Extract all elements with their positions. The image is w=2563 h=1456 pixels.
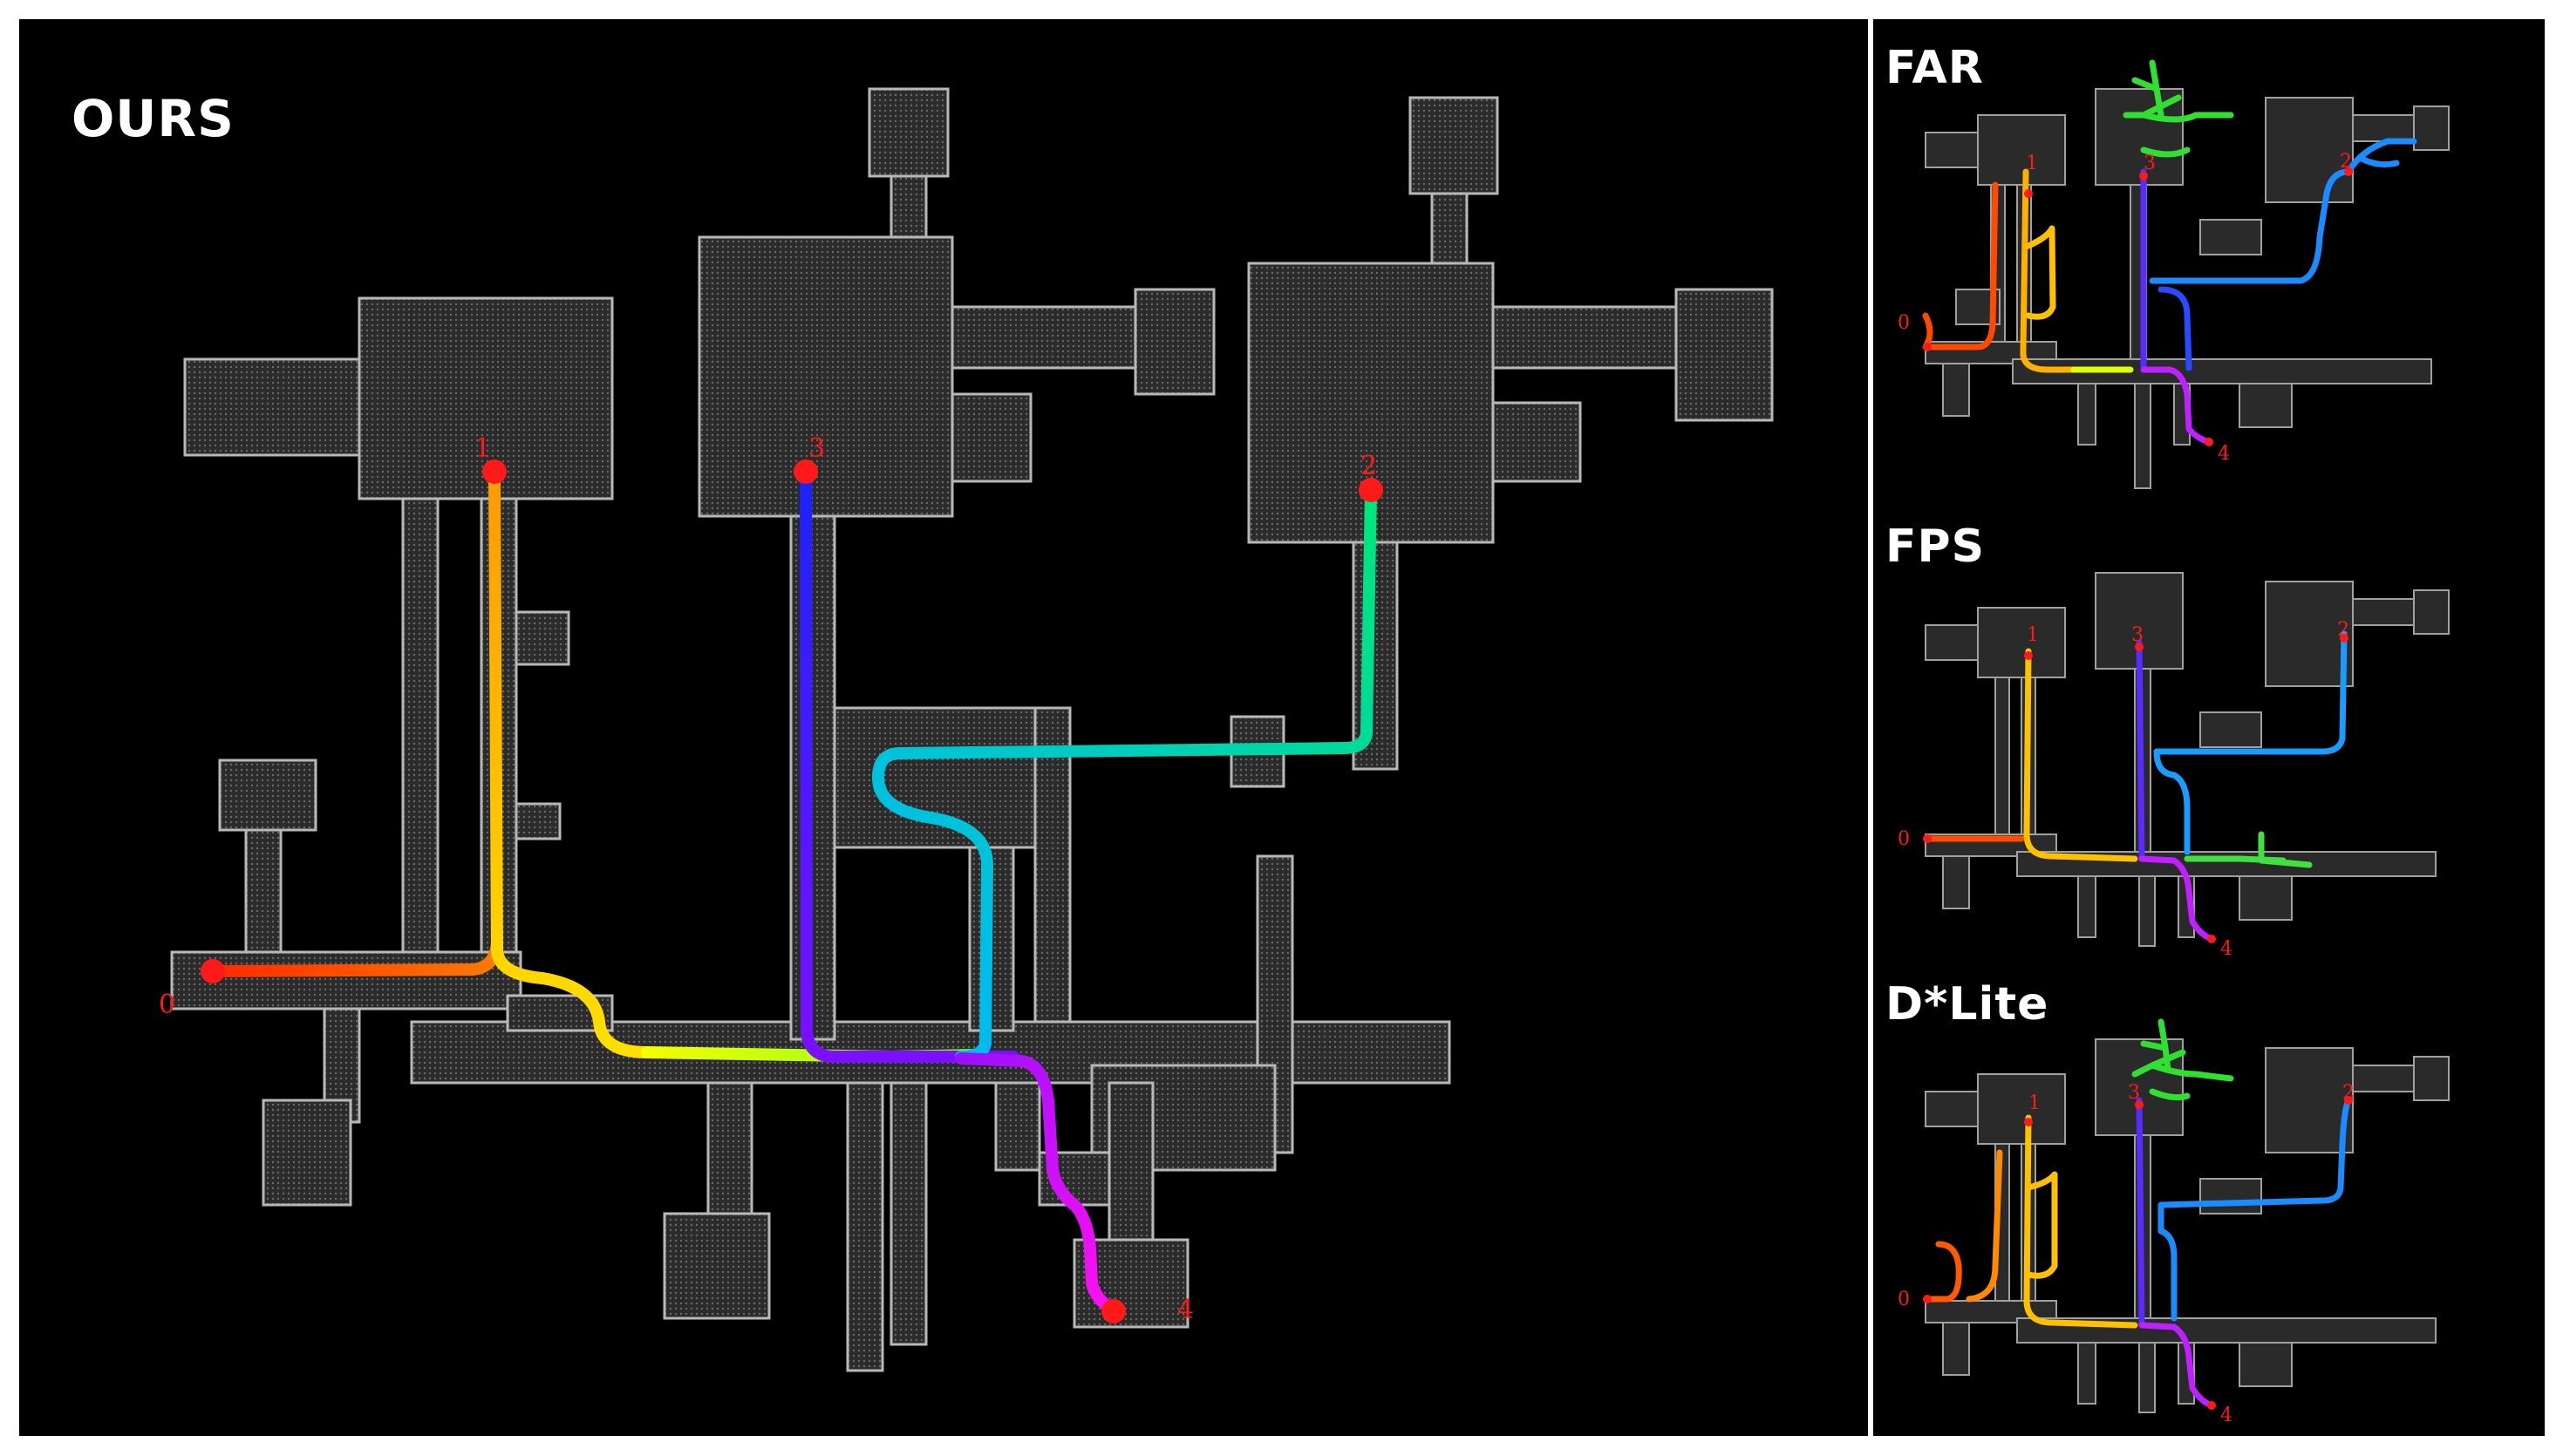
map-structure — [1925, 88, 2450, 489]
waypoint-label-0: 0 — [159, 990, 175, 1020]
waypoint-label-4: 4 — [1177, 1295, 1194, 1325]
waypoint-label-3: 3 — [2131, 624, 2144, 646]
waypoint-label-0: 0 — [1898, 312, 1910, 334]
waypoint-label-0: 0 — [1898, 828, 1910, 850]
waypoint-marker — [1101, 1299, 1126, 1323]
far-map: 0 1 2 3 4 — [1898, 59, 2450, 489]
panel-title-dstar: D*Lite — [1885, 978, 2049, 1031]
panel-title-far: FAR — [1885, 42, 1984, 94]
waypoint-label-3: 3 — [2128, 1082, 2140, 1104]
waypoint-label-4: 4 — [2218, 443, 2230, 465]
planned-path — [207, 466, 1377, 1316]
main-panel: 0 1 2 3 4 OURS — [19, 19, 1868, 1436]
map-structure — [170, 87, 1774, 1372]
waypoint-label-2: 2 — [1360, 451, 1377, 481]
path-segment-1 — [488, 466, 653, 1058]
panel-title-fps: FPS — [1885, 520, 1986, 573]
path-segment-3 — [800, 466, 1019, 1063]
waypoint-marker — [794, 459, 818, 484]
dstar-panel: 0 1 2 3 4 D*Lite — [1873, 970, 2545, 1436]
fps-map: 0 1 2 3 4 — [1898, 572, 2450, 960]
panel-title-ours: OURS — [72, 89, 235, 148]
waypoint-marker — [482, 459, 507, 484]
dstar-map: 0 1 2 3 4 — [1898, 1018, 2450, 1426]
waypoint-label-2: 2 — [2337, 619, 2349, 641]
waypoint-label-4: 4 — [2220, 1405, 2232, 1426]
waypoint-label-2: 2 — [2342, 1082, 2355, 1104]
fps-panel: 0 1 2 3 4 FPS — [1873, 503, 2545, 970]
waypoint-label-0: 0 — [1898, 1289, 1910, 1310]
waypoint-label-1: 1 — [2026, 153, 2038, 174]
waypoint-label-1: 1 — [2027, 624, 2039, 646]
waypoint-marker — [1359, 478, 1383, 502]
waypoint-label-1: 1 — [474, 433, 491, 464]
waypoint-marker — [201, 959, 225, 983]
waypoint-label-1: 1 — [2028, 1092, 2041, 1114]
waypoints: 0 1 2 3 4 — [159, 433, 1383, 1325]
waypoint-label-3: 3 — [808, 433, 825, 464]
far-panel: 0 1 2 3 4 FAR — [1873, 19, 2545, 503]
waypoint-label-4: 4 — [2220, 938, 2232, 960]
waypoint-label-2: 2 — [2340, 151, 2352, 173]
main-map: 0 1 2 3 4 — [159, 87, 1774, 1372]
waypoint-label-3: 3 — [2144, 153, 2156, 174]
path-segment-2 — [872, 484, 1377, 1063]
path-segment-4 — [955, 1052, 1120, 1316]
